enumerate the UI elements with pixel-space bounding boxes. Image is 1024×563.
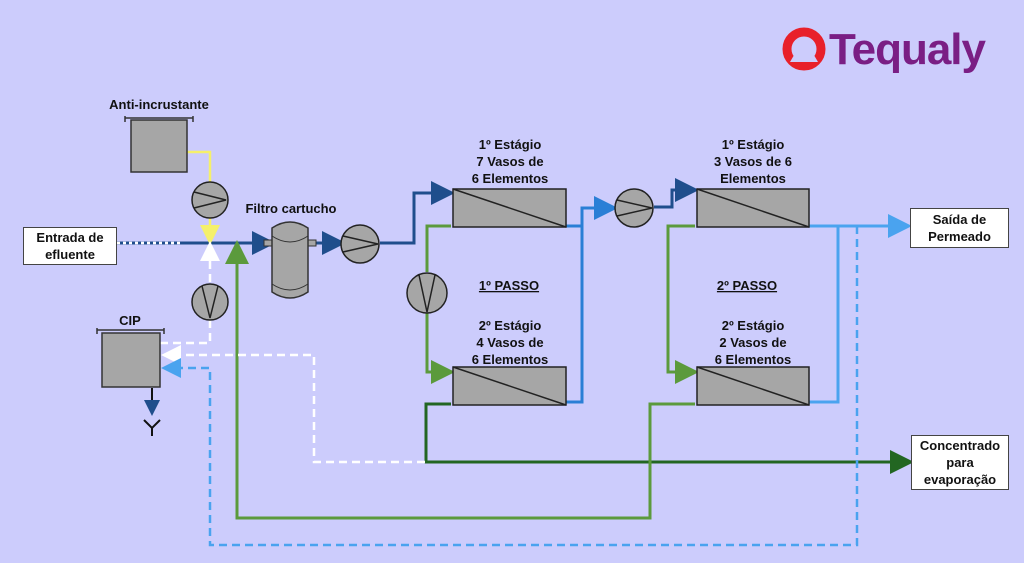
passo1-label: 1º PASSO bbox=[479, 278, 539, 293]
concentrate-lines bbox=[424, 402, 914, 474]
svg-text:2º Estágio: 2º Estágio bbox=[479, 318, 542, 333]
membrane-pass1-stage2 bbox=[452, 366, 567, 406]
membrane-pass2-stage2 bbox=[696, 366, 810, 406]
anti-incrustante-label: Anti-incrustante bbox=[109, 97, 209, 112]
tequaly-ring-icon bbox=[782, 27, 826, 71]
membrane-pass1-stage1 bbox=[452, 188, 567, 228]
p2s2-label: 2º Estágio 2 Vasos de 6 Elementos bbox=[715, 318, 792, 367]
svg-text:4 Vasos de: 4 Vasos de bbox=[476, 335, 543, 350]
svg-text:1º Estágio: 1º Estágio bbox=[479, 137, 542, 152]
svg-text:2º Estágio: 2º Estágio bbox=[722, 318, 785, 333]
membrane-pass2-stage1 bbox=[696, 188, 810, 228]
dosing-pump bbox=[191, 181, 229, 219]
svg-text:2 Vasos de: 2 Vasos de bbox=[719, 335, 786, 350]
svg-text:6 Elementos: 6 Elementos bbox=[472, 171, 549, 186]
drain-icon bbox=[143, 419, 161, 436]
high-pressure-pump-1 bbox=[340, 224, 380, 264]
cip-pump bbox=[191, 283, 229, 321]
booster-pump bbox=[406, 272, 448, 314]
svg-text:6 Elementos: 6 Elementos bbox=[715, 352, 792, 367]
svg-text:6 Elementos: 6 Elementos bbox=[472, 352, 549, 367]
p1s2-label: 2º Estágio 4 Vasos de 6 Elementos bbox=[472, 318, 549, 367]
cartridge-filter bbox=[263, 221, 317, 299]
cip-lines bbox=[117, 241, 425, 464]
filtro-label: Filtro cartucho bbox=[245, 201, 336, 216]
permeate-lines-pass1 bbox=[566, 196, 618, 404]
svg-text:1º Estágio: 1º Estágio bbox=[722, 137, 785, 152]
svg-text:7 Vasos de: 7 Vasos de bbox=[476, 154, 543, 169]
p2s1-label: 1º Estágio 3 Vasos de 6 Elementos bbox=[714, 137, 792, 186]
svg-text:3 Vasos de 6: 3 Vasos de 6 bbox=[714, 154, 792, 169]
cip-tank bbox=[96, 328, 165, 436]
brand-logo: Tequaly bbox=[829, 25, 986, 74]
p1s1-label: 1º Estágio 7 Vasos de 6 Elementos bbox=[472, 137, 549, 186]
svg-text:Elementos: Elementos bbox=[720, 171, 786, 186]
permeate-return-line bbox=[161, 226, 859, 547]
recycle-lines bbox=[225, 224, 699, 520]
high-pressure-pump-2 bbox=[614, 188, 654, 228]
anti-incrustante-tank bbox=[124, 116, 194, 173]
cip-label: CIP bbox=[119, 313, 141, 328]
passo2-label: 2º PASSO bbox=[717, 278, 777, 293]
